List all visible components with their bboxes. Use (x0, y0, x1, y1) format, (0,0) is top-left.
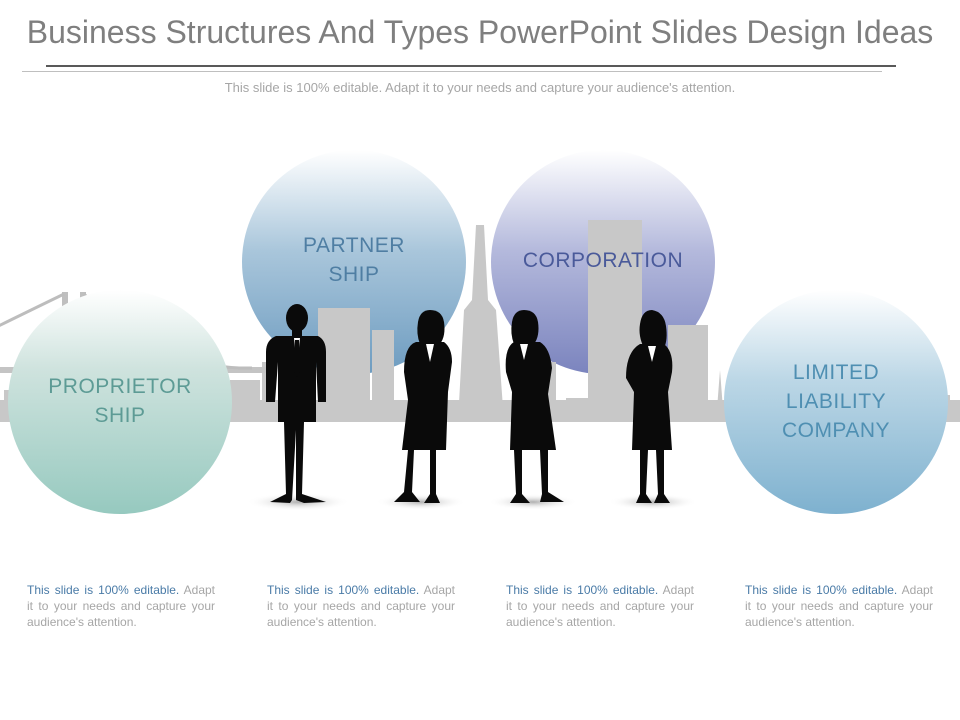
description-body: Adapt it to your needs and capture your … (745, 583, 933, 629)
llc-label-line2: LIABILITY (785, 390, 887, 413)
corporation-description: This slide is 100% editable. Adapt it to… (506, 582, 694, 630)
figure-shadow (376, 494, 466, 510)
partnership-label-line2: SHIP (328, 263, 380, 286)
businesswoman-icon (394, 310, 452, 503)
llc-circle (724, 290, 948, 514)
description-heading: This slide is 100% editable. (27, 583, 180, 597)
partnership-description: This slide is 100% editable. Adapt it to… (267, 582, 455, 630)
description-heading: This slide is 100% editable. (267, 583, 420, 597)
partnership-label-line1: PARTNER (303, 234, 405, 257)
proprietorship-label-line2: SHIP (94, 404, 146, 427)
figure-shadow (608, 494, 698, 510)
proprietorship-description: This slide is 100% editable. Adapt it to… (27, 582, 215, 630)
corporation-label: CORPORATION (493, 246, 713, 275)
llc-label-line1: LIMITED (792, 361, 880, 384)
businesswoman-icon (626, 310, 673, 503)
slide-subtitle: This slide is 100% editable. Adapt it to… (224, 80, 736, 95)
figure-shadow (246, 493, 350, 511)
slide-title: Business Structures And Types PowerPoint… (26, 14, 934, 50)
businesswoman-icon (505, 310, 564, 503)
proprietorship-label: PROPRIETOR SHIP (20, 372, 220, 430)
description-body: Adapt it to your needs and capture your … (27, 583, 215, 629)
llc-description: This slide is 100% editable. Adapt it to… (745, 582, 933, 630)
figure-shadow (488, 494, 578, 510)
description-heading: This slide is 100% editable. (745, 583, 898, 597)
corporation-label-line1: CORPORATION (522, 249, 684, 272)
description-heading: This slide is 100% editable. (506, 583, 659, 597)
businessman-icon (266, 304, 326, 503)
proprietorship-label-line1: PROPRIETOR (48, 375, 192, 398)
llc-label-line3: COMPANY (781, 419, 891, 442)
description-body: Adapt it to your needs and capture your … (506, 583, 694, 629)
partnership-label: PARTNER SHIP (254, 231, 454, 289)
llc-label: LIMITED LIABILITY COMPANY (736, 358, 936, 445)
title-divider (46, 65, 896, 67)
description-body: Adapt it to your needs and capture your … (267, 583, 455, 629)
title-divider-thin (22, 71, 882, 72)
proprietorship-circle (8, 290, 232, 514)
